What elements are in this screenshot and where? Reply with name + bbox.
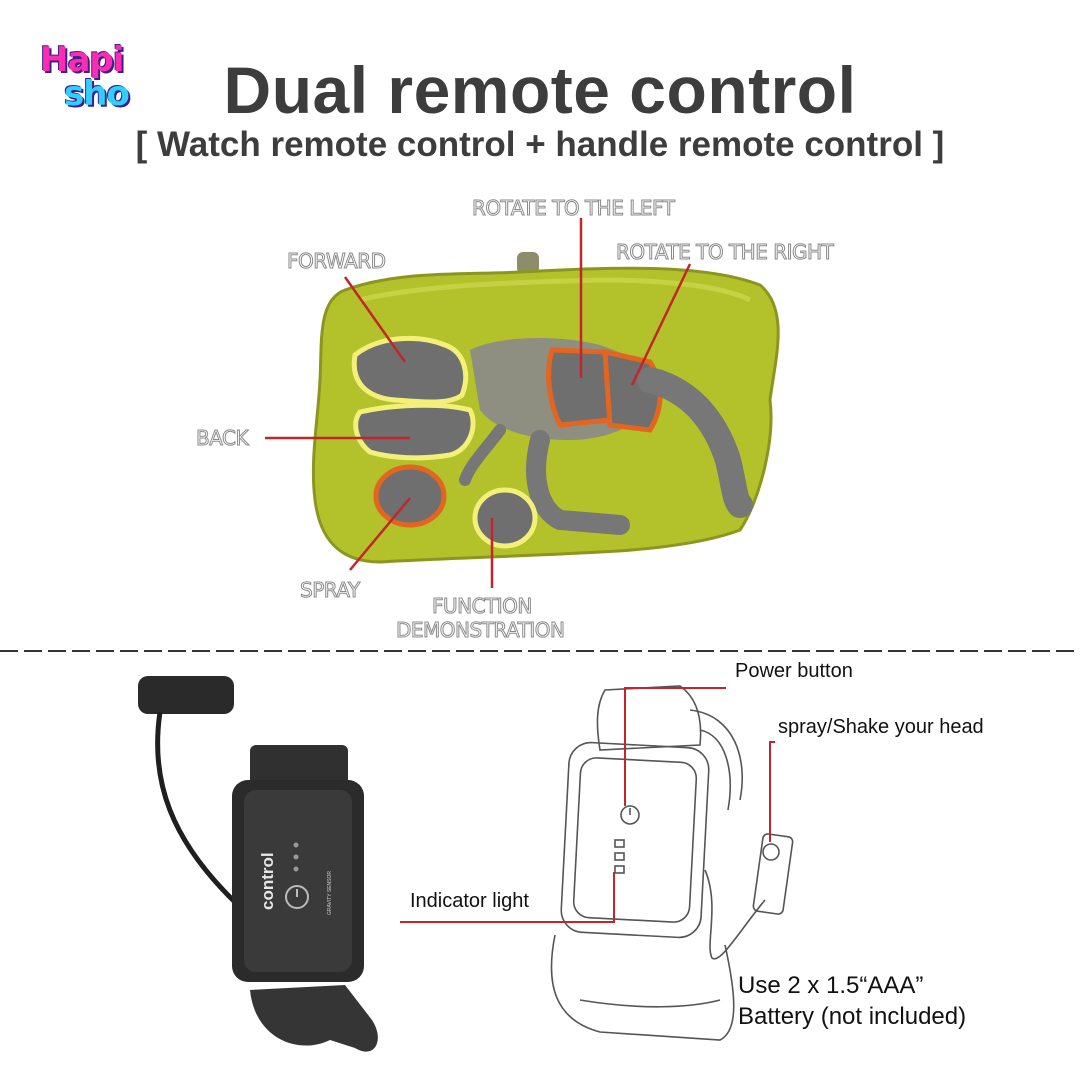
label-power-button: Power button <box>735 660 853 682</box>
logo-text-top: Hapi <box>40 40 124 80</box>
label-rotate-right: ROTATE TO THE RIGHT <box>615 240 834 265</box>
watch-remote-photo: control GRAVITY SENSOR <box>138 676 378 1052</box>
watch-line-drawing <box>550 685 794 1041</box>
forward-button[interactable] <box>351 335 469 405</box>
watch-callout-lines <box>400 687 775 923</box>
label-forward: FORWARD <box>287 249 387 274</box>
page-title: Dual remote control <box>223 53 857 127</box>
label-spray: SPRAY <box>300 578 361 603</box>
back-button[interactable] <box>353 402 476 461</box>
antenna-icon <box>517 252 539 274</box>
label-battery-line1: Use 2 x 1.5“AAA” <box>738 972 924 999</box>
function-demo-button[interactable] <box>472 487 538 549</box>
rotate-left-button[interactable] <box>546 347 613 428</box>
label-function-line1: FUNCTION <box>432 594 533 619</box>
logo-text-bottom: sho <box>64 74 130 114</box>
label-rotate-left: ROTATE TO THE LEFT <box>471 196 675 221</box>
watch-brand-text: control <box>258 852 277 910</box>
ring-sensor <box>138 676 234 714</box>
label-function-line2: DEMONSTRATION <box>395 618 565 643</box>
spray-button[interactable] <box>373 464 447 528</box>
watch-power-icon <box>285 885 309 909</box>
label-back: BACK <box>195 426 249 451</box>
page-subtitle: [ Watch remote control + handle remote c… <box>135 125 945 164</box>
handle-remote-controller <box>311 252 780 564</box>
label-indicator-light: Indicator light <box>410 890 529 912</box>
label-battery-line2: Battery (not included) <box>738 1003 967 1030</box>
handle-callout-lines <box>265 218 692 588</box>
watch-sensor-text: GRAVITY SENSOR <box>327 871 333 915</box>
brand-logo: Hapi sho <box>34 38 154 116</box>
label-spray-shake: spray/Shake your head <box>778 716 984 738</box>
